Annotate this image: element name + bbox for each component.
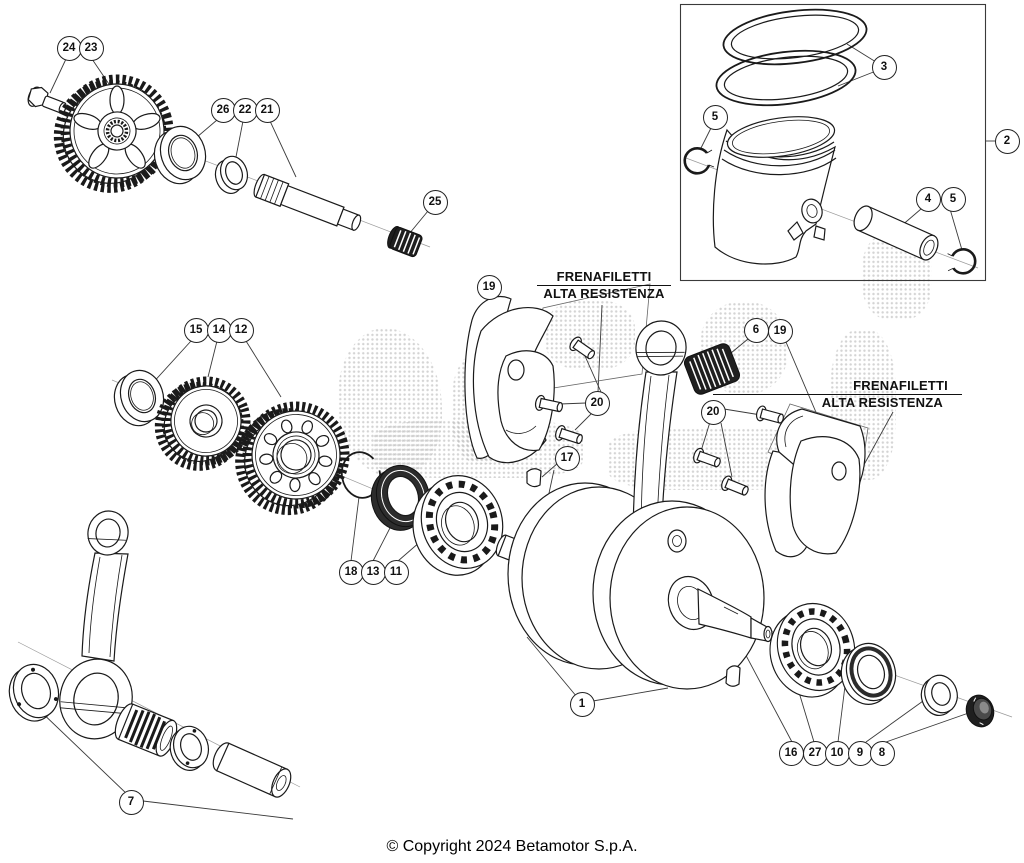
seal-10-drawing [840, 642, 897, 705]
bolt-20-drawing [721, 475, 749, 496]
collar-22-drawing [214, 155, 249, 195]
callout-2: 2 [994, 128, 1020, 154]
woodruff-key-17-drawing [526, 468, 542, 488]
callout-15: 15 [183, 317, 209, 343]
bolt-20-drawing [534, 394, 563, 413]
bolt-20-drawing [693, 447, 721, 468]
bolt-20-drawing [755, 405, 784, 424]
piston-kit-box [679, 3, 987, 282]
piston-ring-drawing [722, 8, 868, 66]
callout-22: 22 [232, 97, 258, 123]
callout-3: 3 [871, 54, 897, 80]
callout-23: 23 [78, 35, 104, 61]
note-line-1: FRENAFILETTI [713, 378, 962, 395]
gear-12-drawing [235, 401, 350, 516]
callout-20-b: 20 [700, 399, 726, 425]
shaft-21-drawing [253, 173, 362, 231]
piston-ring-drawing [715, 49, 857, 107]
conrod-kit-7-drawing [8, 510, 292, 798]
bearing-15-drawing [113, 369, 165, 427]
bolt-20-drawing [569, 336, 596, 360]
callout-16: 16 [778, 740, 804, 766]
callout-21: 21 [254, 97, 280, 123]
callout-4: 4 [915, 186, 941, 212]
callout-6: 6 [743, 317, 769, 343]
piston-drawing [712, 116, 837, 265]
bearing-11-drawing [412, 475, 504, 576]
crankshaft-1-drawing-right [592, 500, 773, 690]
callout-5-right: 5 [940, 186, 966, 212]
callout-8: 8 [869, 740, 895, 766]
callout-1: 1 [569, 691, 595, 717]
plug-25-drawing [387, 225, 423, 258]
callout-20-a: 20 [584, 390, 610, 416]
callout-11: 11 [383, 559, 409, 585]
callout-7: 7 [118, 789, 144, 815]
balancer-19-right-drawing [764, 403, 869, 558]
woodruff-key-16-drawing [725, 665, 741, 687]
callout-27: 27 [802, 740, 828, 766]
callout-24: 24 [56, 35, 82, 61]
balancer-19-left-drawing [464, 283, 651, 464]
nut-8-drawing [965, 694, 995, 728]
callout-19-b: 19 [767, 318, 793, 344]
leader-lines [11, 43, 995, 820]
needle-bearing-6-drawing [683, 343, 741, 395]
bolt-20-drawing [555, 425, 583, 445]
washer-9-drawing [920, 674, 958, 716]
callout-9: 9 [847, 740, 873, 766]
gear-14-drawing [154, 376, 251, 471]
bearing-26-drawing [153, 125, 207, 185]
snap-ring-18-drawing [340, 451, 382, 499]
callout-18: 18 [338, 559, 364, 585]
callout-19-a: 19 [476, 274, 502, 300]
callout-10: 10 [824, 740, 850, 766]
circlip-5-right-drawing [947, 248, 977, 275]
circlip-5-left-drawing [683, 147, 715, 175]
note-line-1: FRENAFILETTI [537, 269, 671, 286]
callout-5-left: 5 [702, 104, 728, 130]
gear-23-drawing [53, 74, 174, 193]
callout-12: 12 [228, 317, 254, 343]
callout-17: 17 [554, 445, 580, 471]
note-line-2: ALTA RESISTENZA [821, 395, 943, 410]
bearing-27-drawing [769, 602, 856, 698]
threadlocker-note-2: FRENAFILETTI ALTA RESISTENZA [713, 378, 962, 410]
callout-13: 13 [360, 559, 386, 585]
conrod-center-drawing [632, 320, 687, 550]
bolt-24-drawing [27, 86, 67, 114]
copyright-text: © Copyright 2024 Betamotor S.p.A. [386, 838, 638, 855]
note-line-2: ALTA RESISTENZA [543, 286, 665, 301]
piston-pin-4-drawing [853, 205, 939, 261]
threadlocker-note-1: FRENAFILETTI ALTA RESISTENZA [537, 269, 671, 301]
callout-26: 26 [210, 97, 236, 123]
callout-25: 25 [422, 189, 448, 215]
callout-14: 14 [206, 317, 232, 343]
